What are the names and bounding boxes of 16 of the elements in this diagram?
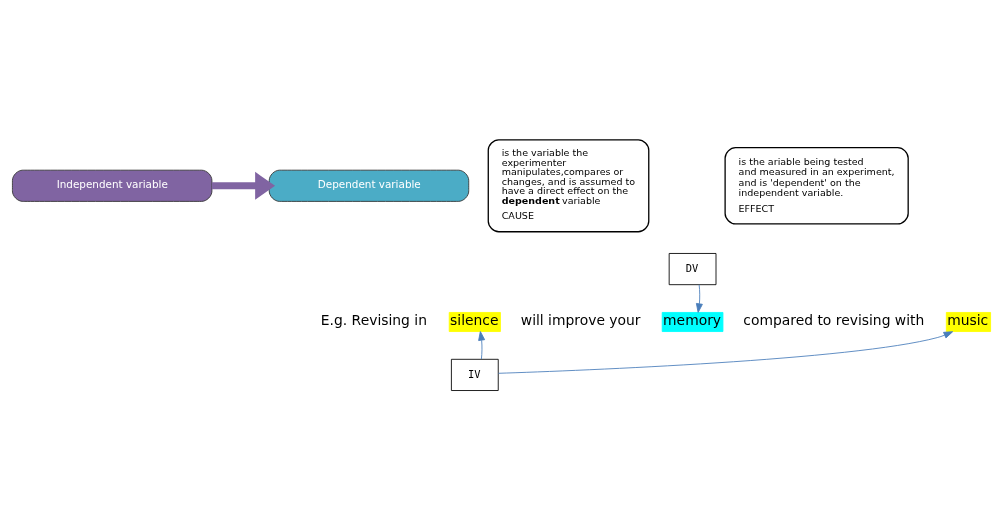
arrow	[695, 283, 703, 313]
arrow	[212, 171, 276, 200]
node-box: DV	[668, 252, 717, 285]
arrow	[478, 330, 486, 360]
label: compared to revising with	[743, 311, 925, 328]
label: will improve your	[520, 311, 641, 328]
node-box: is the variable the experimenter manipulates,compares or changes, and is assumed to have a direct effect on the dependent variable CAUSE	[487, 138, 650, 232]
node-box: Independent variable	[11, 169, 213, 202]
label: E.g. Revising in	[320, 311, 427, 328]
node-box: Dependent variable	[268, 169, 470, 202]
node-box: music	[945, 311, 992, 332]
node-box: IV	[450, 358, 499, 391]
node-box: memory	[661, 311, 724, 332]
arrow	[498, 330, 954, 374]
node-box: silence	[448, 311, 501, 332]
node-box: is the ariable being tested and measured in an experiment, and is 'dependent' on the independent variable. EFFECT	[724, 146, 909, 225]
